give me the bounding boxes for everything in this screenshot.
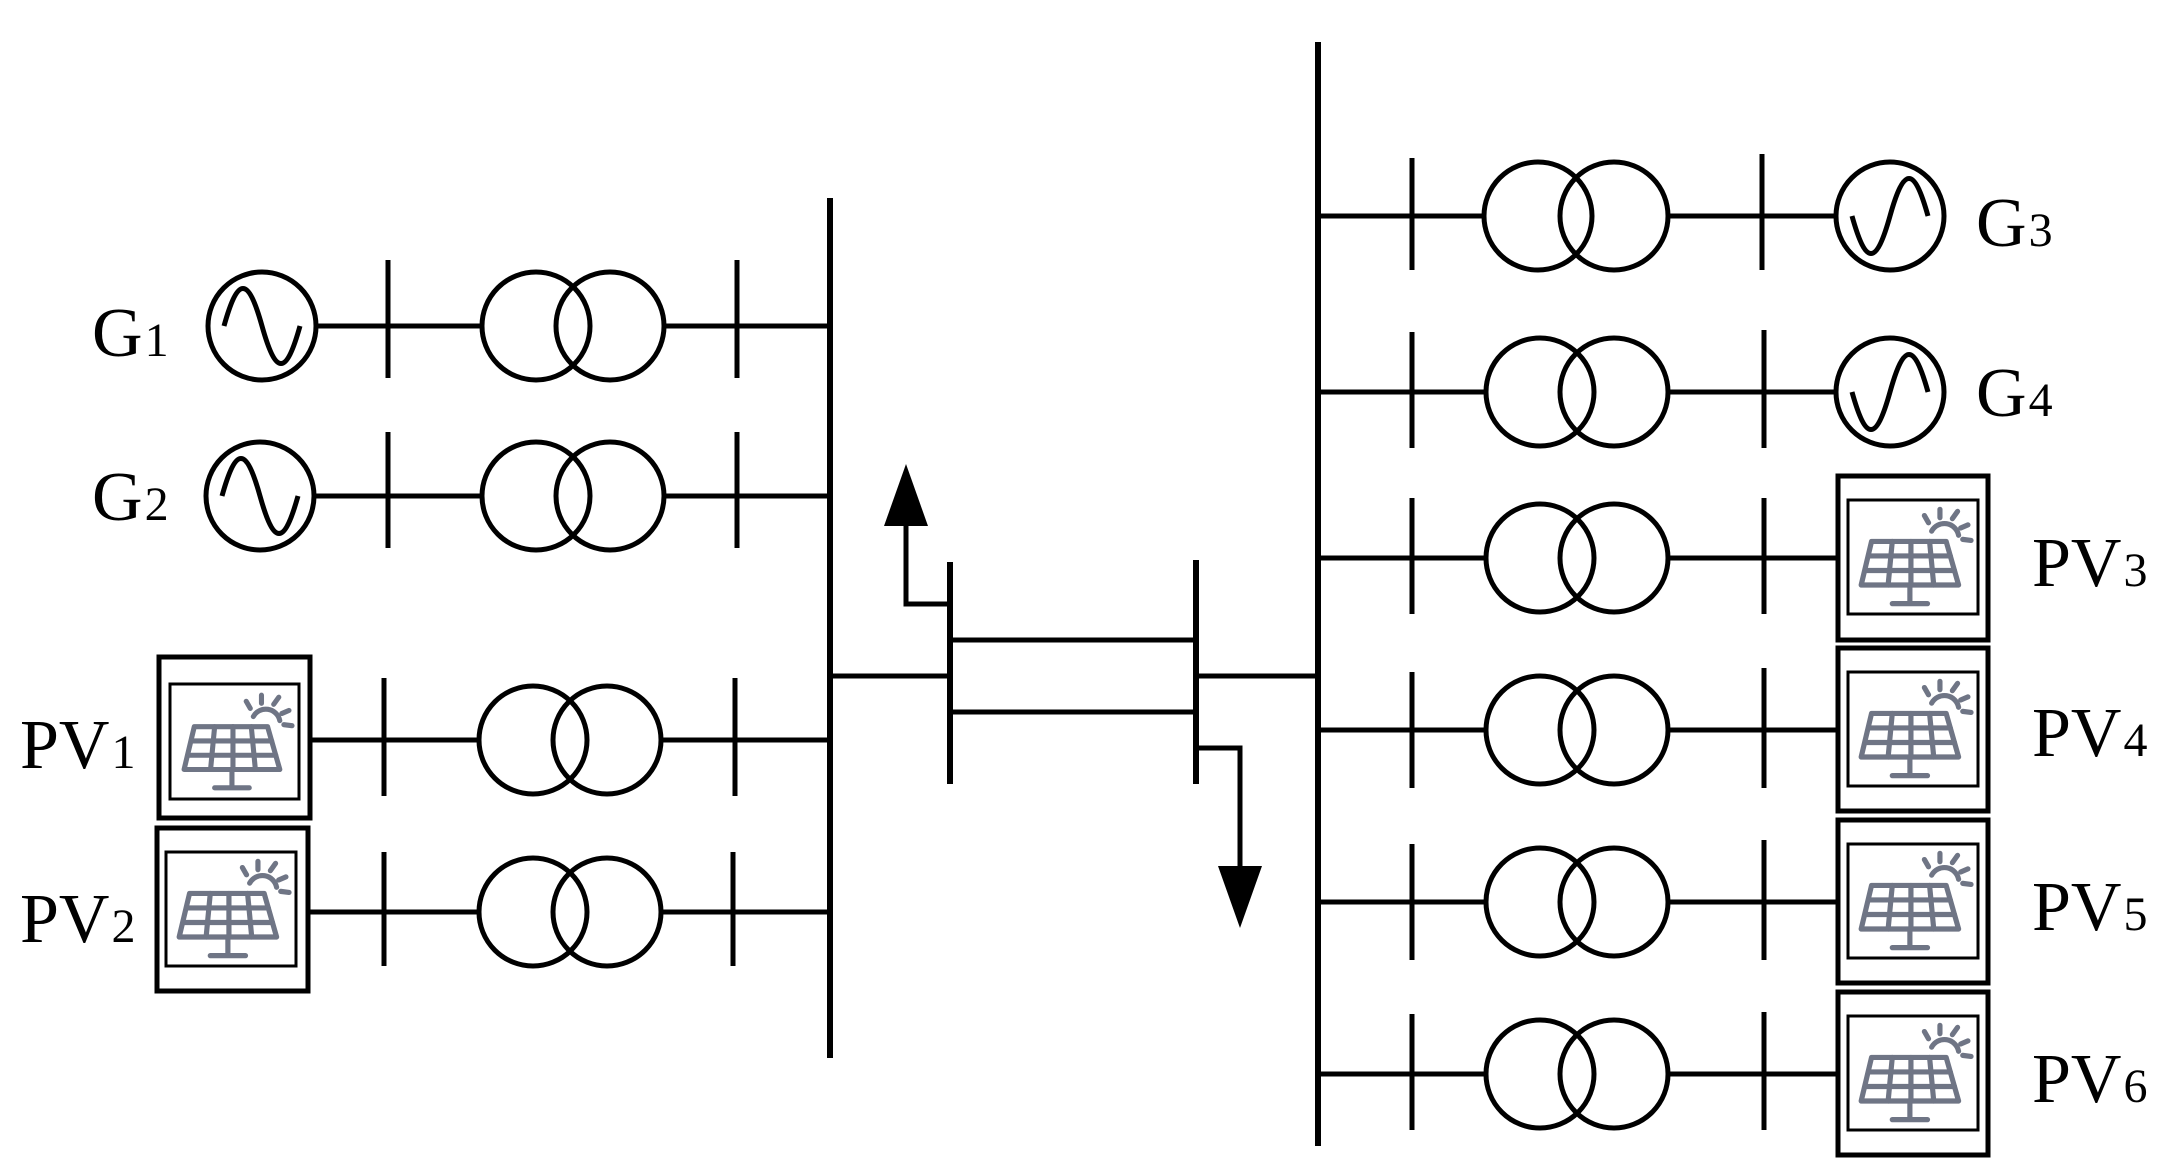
generator-g2-icon bbox=[203, 439, 317, 553]
feeder-pv6 bbox=[1318, 989, 1991, 1158]
label-g2: G2 bbox=[92, 459, 169, 536]
label-pv4: PV4 bbox=[2032, 695, 2147, 772]
feeder-pv4 bbox=[1318, 645, 1991, 814]
feeder-g1 bbox=[205, 260, 830, 383]
pv1-panel-box bbox=[156, 654, 313, 821]
feeder-g3 bbox=[1318, 154, 1947, 273]
transformer-icon bbox=[1483, 501, 1671, 615]
label-pv2: PV2 bbox=[20, 881, 135, 958]
feeder-pv2 bbox=[154, 825, 830, 994]
label-g4: G4 bbox=[1976, 355, 2053, 432]
feeder-g4 bbox=[1318, 330, 1947, 449]
load-arrow-down-icon bbox=[1196, 745, 1262, 928]
feeder-g2 bbox=[203, 432, 830, 553]
transformer-icon bbox=[479, 269, 667, 383]
transformer-icon bbox=[1481, 159, 1671, 273]
generator-g3-icon bbox=[1833, 159, 1947, 273]
feeder-pv3 bbox=[1318, 473, 1991, 643]
pv4-panel-box bbox=[1835, 645, 1991, 814]
feeder-pv1 bbox=[156, 654, 830, 821]
transformer-icon bbox=[1483, 1017, 1671, 1131]
label-pv1: PV1 bbox=[20, 707, 135, 784]
pv2-panel-box bbox=[154, 825, 311, 994]
transformer-icon bbox=[476, 855, 664, 969]
transformer-icon bbox=[1483, 335, 1671, 449]
feeder-pv5 bbox=[1318, 817, 1991, 986]
transformer-icon bbox=[1483, 845, 1671, 959]
label-g1: G1 bbox=[92, 295, 169, 372]
load-arrow-up-icon bbox=[884, 464, 950, 607]
pv6-panel-box bbox=[1835, 989, 1991, 1158]
pv5-panel-box bbox=[1835, 817, 1991, 986]
label-pv5: PV5 bbox=[2032, 869, 2147, 946]
pv3-panel-box bbox=[1835, 473, 1991, 643]
tie-line-section bbox=[830, 464, 1318, 928]
transformer-icon bbox=[1483, 673, 1671, 787]
label-pv6: PV6 bbox=[2032, 1041, 2147, 1118]
generator-g4-icon bbox=[1833, 335, 1947, 449]
transformer-icon bbox=[479, 439, 667, 553]
label-pv3: PV3 bbox=[2032, 525, 2147, 602]
transformer-icon bbox=[476, 683, 664, 797]
label-g3: G3 bbox=[1976, 185, 2053, 262]
generator-g1-icon bbox=[205, 269, 319, 383]
